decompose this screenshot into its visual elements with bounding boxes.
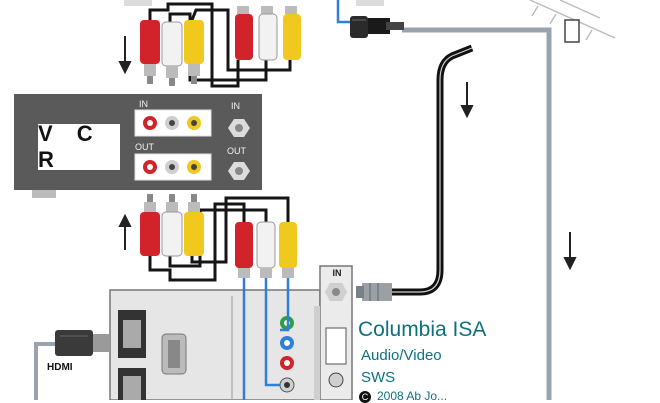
coax-plug-icon xyxy=(356,283,392,301)
credit-line-2: SWS xyxy=(361,369,396,386)
rca-plug-icon xyxy=(235,222,253,278)
rca-plug-icon xyxy=(235,6,253,60)
arrow-up-icon xyxy=(118,213,132,250)
tv-rf-in-jack xyxy=(325,283,347,301)
tv-vga-port xyxy=(161,333,187,375)
rca-plug-icon xyxy=(140,20,160,84)
rca-plug-icon xyxy=(283,6,301,60)
rca-plug-icon xyxy=(140,194,160,256)
rca-plug-group-upper-right xyxy=(235,6,301,61)
arrow-down-icon xyxy=(460,82,474,119)
vcr-antenna-in-jack xyxy=(228,119,250,137)
vcr-out-label: OUT xyxy=(135,142,154,152)
credit-line-1: Audio/Video xyxy=(361,347,442,364)
vcr-name-plate xyxy=(38,124,120,170)
rca-plug-icon xyxy=(184,20,204,84)
antenna-balun xyxy=(564,19,580,43)
tv-rf-in-label: IN xyxy=(332,268,342,278)
vcr-in-jacks xyxy=(143,116,201,130)
rca-plug-icon xyxy=(258,6,278,61)
hdmi-cable xyxy=(34,342,60,400)
rca-plug-group-upper-left xyxy=(140,20,204,86)
rca-plug-icon xyxy=(279,222,297,278)
credit-title: Columbia ISA xyxy=(358,318,487,341)
copyright-line: C 2008 Ab Jo... xyxy=(359,389,447,403)
tv-hdmi-port xyxy=(118,310,146,358)
tv-audio-jack xyxy=(328,372,344,388)
hdmi-label: HDMI xyxy=(47,362,73,373)
tv-panel-edge xyxy=(314,306,320,400)
blue-rca-wires xyxy=(242,278,290,400)
copyright-text: 2008 Ab Jo... xyxy=(377,389,448,403)
tv-hdmi-port xyxy=(118,368,146,400)
coax-cable xyxy=(390,44,474,296)
vcr-antenna-out-jack xyxy=(228,162,250,180)
coax-plug-icon xyxy=(350,16,404,38)
blue-wire xyxy=(336,0,352,24)
antenna-cable xyxy=(402,27,552,400)
rca-plug-icon xyxy=(256,221,276,278)
rca-plug-icon xyxy=(161,21,183,86)
vcr-antenna-out-label: OUT xyxy=(227,146,246,156)
rca-plug-group-lower-left xyxy=(140,194,204,257)
vcr-name: V C R xyxy=(38,121,102,172)
copyright-icon: C xyxy=(359,390,371,403)
hdmi-plug-icon xyxy=(55,330,109,356)
rca-plug-icon xyxy=(161,194,183,257)
vcr-in-label: IN xyxy=(139,99,148,109)
arrow-down-icon xyxy=(563,232,577,271)
top-connector-fragment xyxy=(356,0,384,6)
rca-plug-icon xyxy=(184,194,204,256)
tv-digital-out-port xyxy=(325,327,347,365)
vcr-antenna-in-label: IN xyxy=(231,101,240,111)
top-connector-fragment xyxy=(124,0,152,6)
vcr-out-jacks xyxy=(143,160,201,174)
arrow-down-icon xyxy=(118,36,132,75)
coax-cable-highlight xyxy=(390,47,473,293)
rca-plug-group-lower-right xyxy=(235,221,297,278)
vcr-foot xyxy=(32,190,56,198)
